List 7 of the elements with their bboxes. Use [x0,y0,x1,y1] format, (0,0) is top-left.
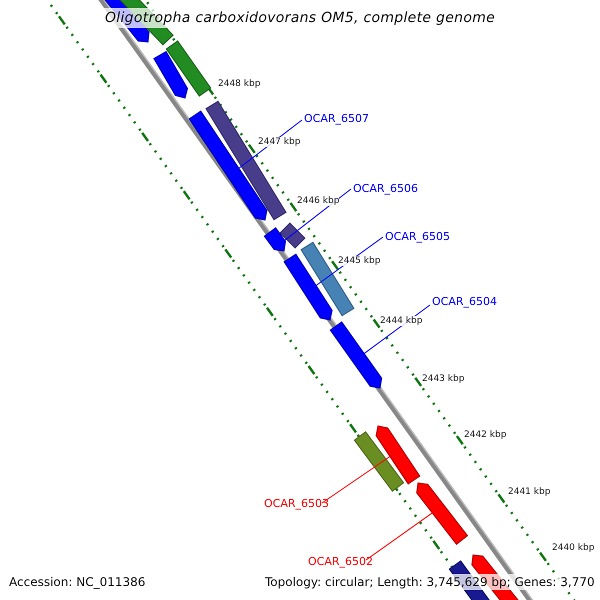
scale-label: 2443 kbp [422,374,464,384]
scale-label: 2441 kbp [508,487,550,497]
scale-label: 2442 kbp [464,430,506,440]
scale-label: 2440 kbp [552,543,594,553]
scale-label: 2446 kbp [297,196,340,206]
scale-label: 2447 kbp [258,137,300,147]
scale-label: 2444 kbp [380,316,422,326]
